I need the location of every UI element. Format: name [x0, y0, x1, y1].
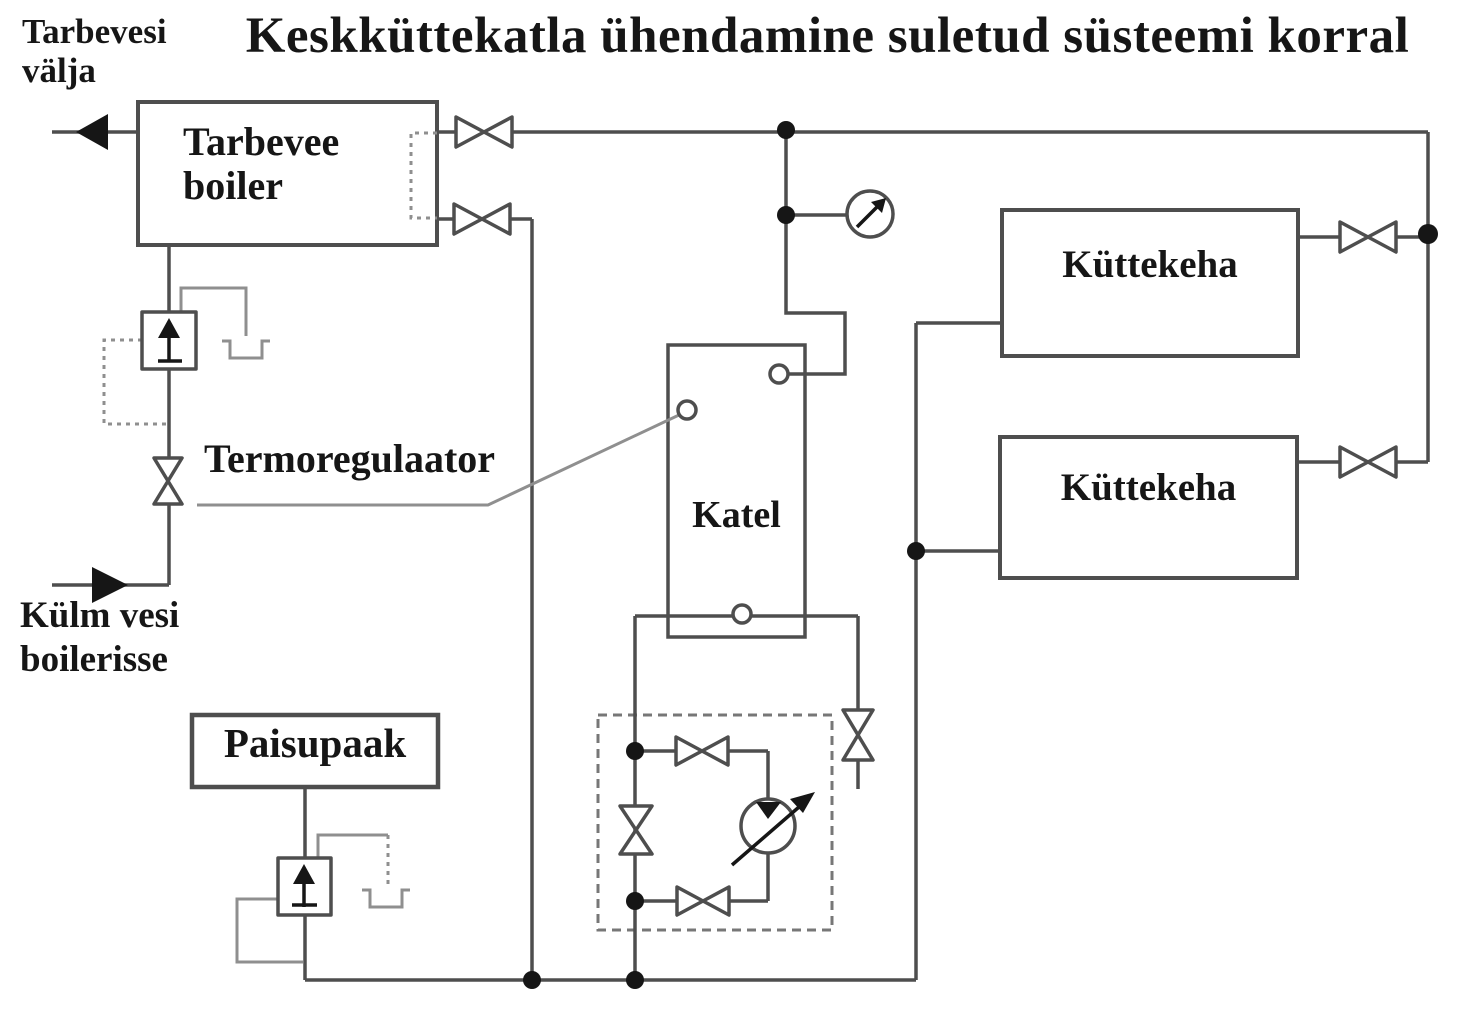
junction-dot: [523, 971, 541, 989]
gate-valve-icon: [674, 735, 730, 767]
gate-valve-icon: [152, 456, 184, 506]
pressure-gauge-icon: [845, 189, 895, 239]
radiator-2-label: Küttekeha: [1060, 466, 1237, 509]
page-title: Keskküttekatla ühendamine suletud süstee…: [245, 8, 1410, 64]
gate-valve-icon: [452, 202, 512, 236]
pipe-port-icon: [676, 399, 698, 421]
gate-valve-icon: [454, 115, 514, 149]
pipe-port-icon: [731, 603, 753, 625]
dhw-boiler-box: [136, 100, 439, 247]
expansion-bypass-line: [235, 897, 303, 964]
junction-dot: [626, 742, 644, 760]
junction-dot: [777, 206, 795, 224]
dhw-boiler-label: Tarbevee boiler: [183, 119, 340, 208]
thermoregulator-sensor-line: [197, 413, 680, 507]
junction-dot: [907, 542, 925, 560]
funnel-icon: [362, 888, 410, 909]
thermoregulator-label: Termoregulaator: [204, 436, 496, 481]
gate-valve-icon: [1338, 220, 1398, 254]
kettle-label: Katel: [692, 494, 781, 536]
funnel-icon: [222, 339, 270, 360]
junction-dots: [523, 121, 1438, 989]
radiator-1-label: Küttekeha: [1062, 243, 1238, 286]
relief-discharge-pipe: [179, 286, 248, 336]
gate-valve-icon: [1338, 445, 1398, 479]
junction-dot: [1418, 224, 1438, 244]
hot-water-out-label: Tarbevesi välja: [22, 12, 167, 91]
expansion-tank-label: Paisupaak: [223, 720, 407, 766]
safety-valve-icon: [276, 856, 333, 917]
flow-arrow-icon: [92, 567, 128, 603]
pump-icon: [730, 792, 815, 867]
safety-valve-control-line: [102, 338, 166, 426]
radiator-2-box: [998, 435, 1299, 580]
gate-valve-icon: [618, 804, 654, 856]
expansion-tank-box: [189, 712, 441, 790]
boiler-coil-dashed-line: [409, 131, 437, 220]
pipe-port-icon: [768, 363, 790, 385]
relief-discharge-pipe: [316, 833, 388, 858]
junction-dot: [626, 892, 644, 910]
junction-dot: [626, 971, 644, 989]
flow-arrow-icon: [76, 114, 108, 150]
cold-water-in-label: Külm vesi boilerisse: [20, 595, 180, 681]
drain-valve-icon: [841, 708, 875, 762]
radiator-1-box: [1000, 208, 1300, 358]
safety-valve-icon: [140, 310, 198, 371]
junction-dot: [777, 121, 795, 139]
kettle-box: [666, 343, 807, 639]
gate-valve-icon: [675, 885, 731, 917]
